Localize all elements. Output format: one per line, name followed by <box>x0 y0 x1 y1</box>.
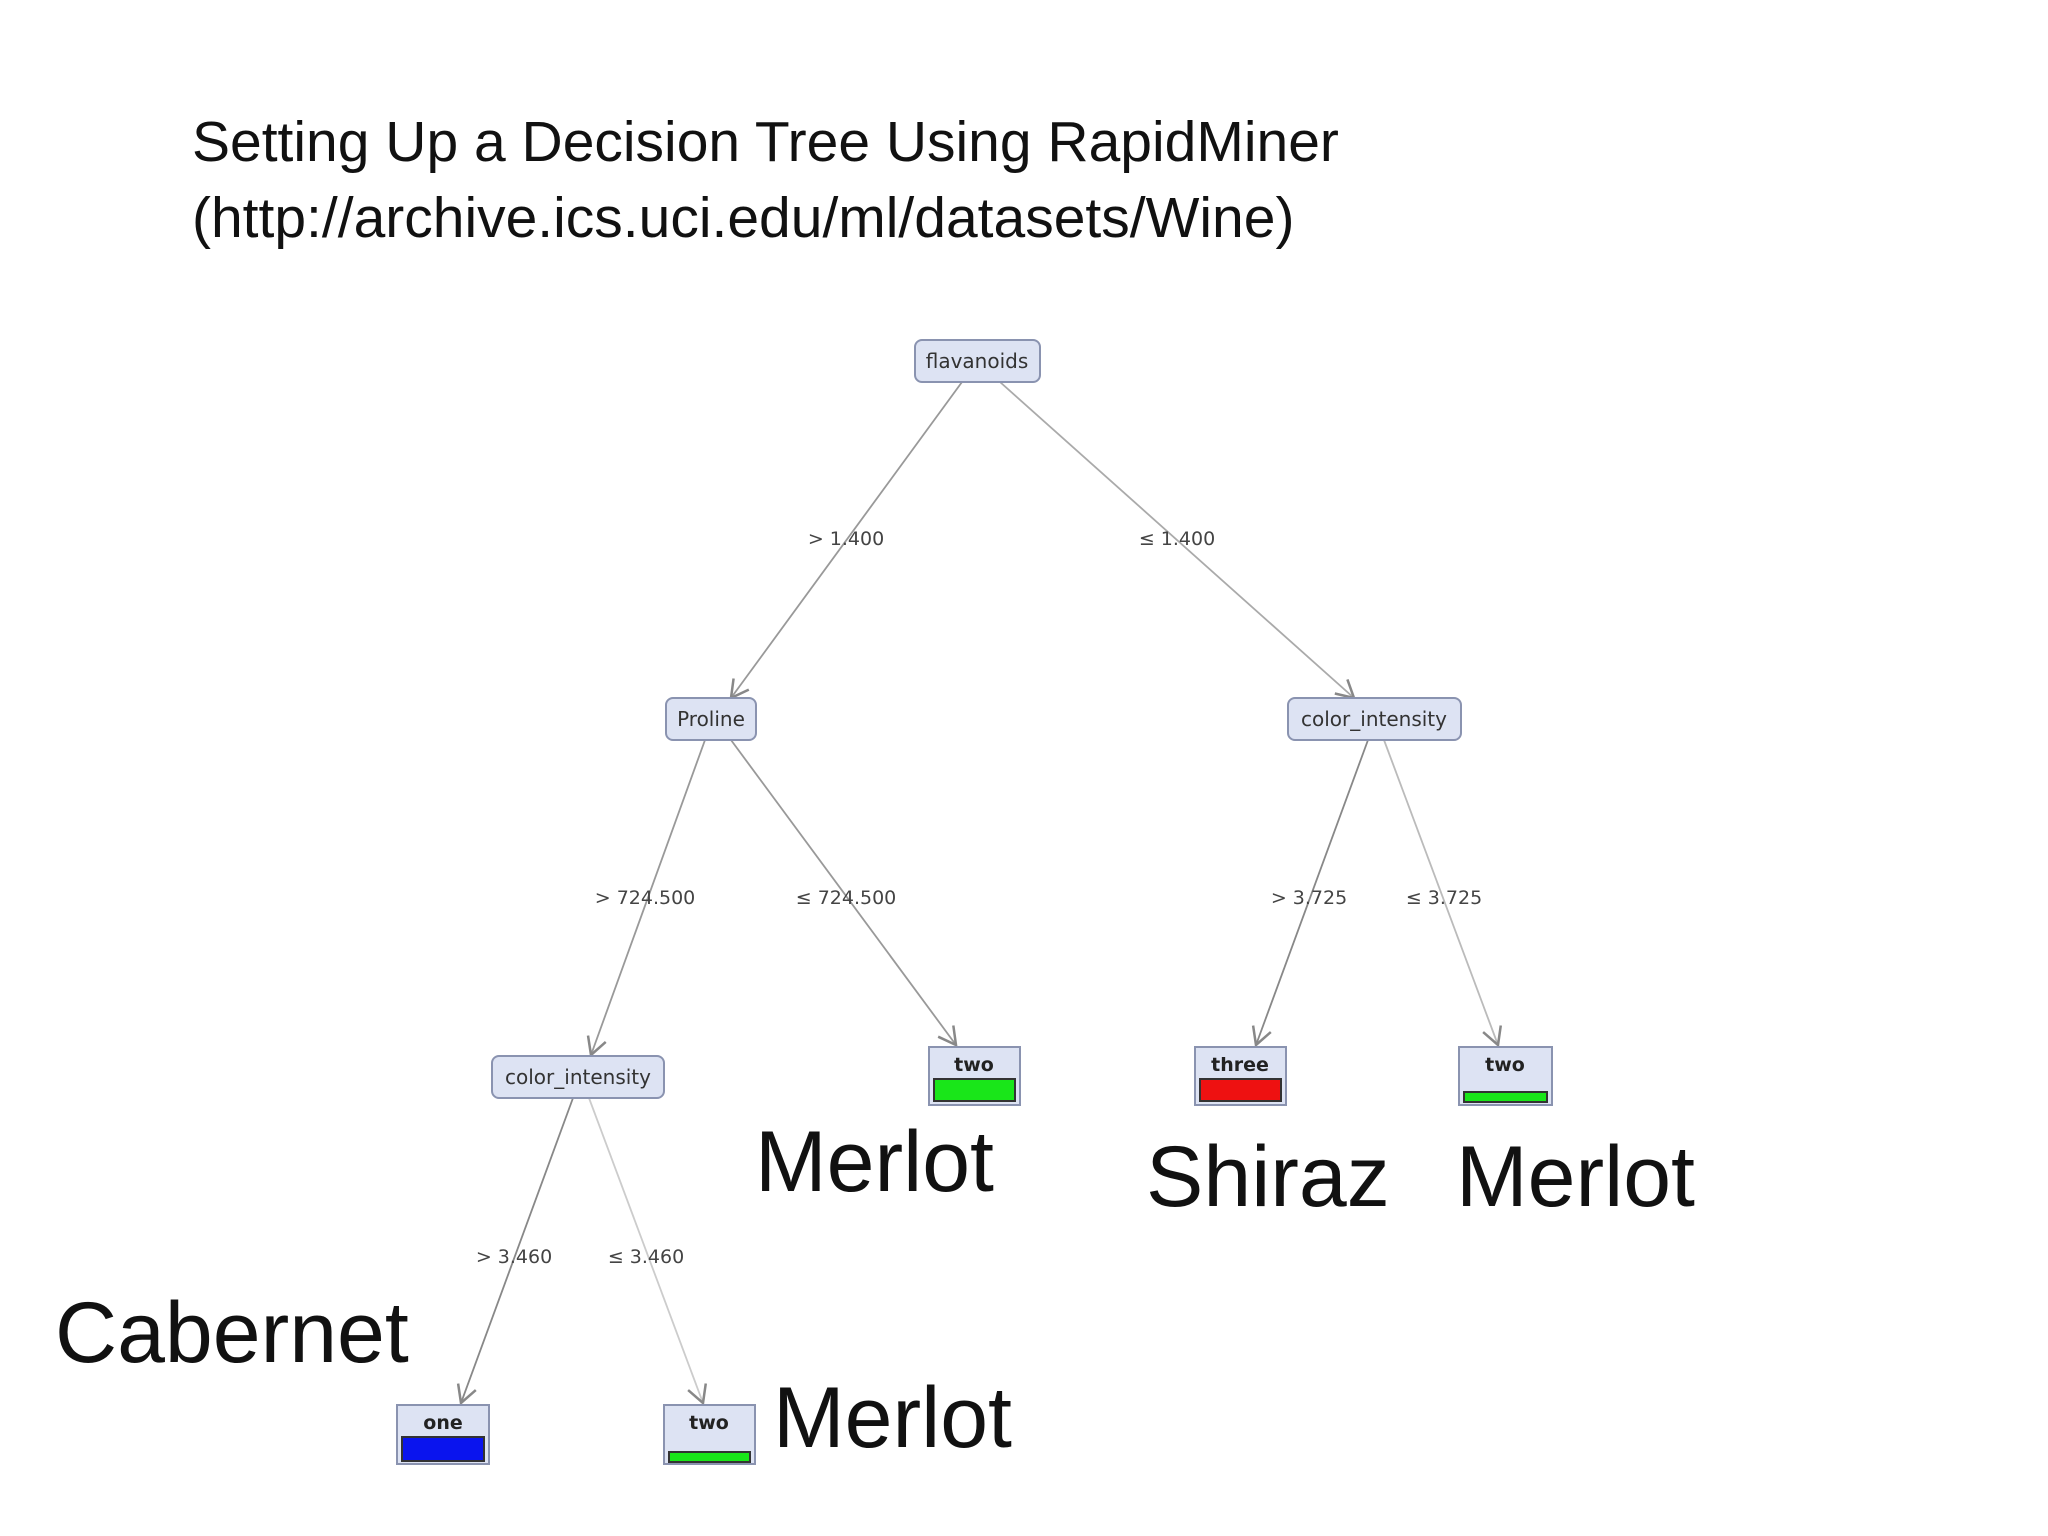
node-flavanoids: flavanoids <box>914 339 1041 383</box>
edge-root-left <box>729 381 963 701</box>
annotation-cabernet: Cabernet <box>55 1285 409 1381</box>
node-color-intensity-left-label: color_intensity <box>505 1065 651 1089</box>
node-proline: Proline <box>665 697 757 741</box>
edge-proline-left <box>586 739 706 1058</box>
leaf-proline-two: two <box>928 1046 1021 1106</box>
edge-label-ci-right-right: ≤ 3.725 <box>1406 887 1482 909</box>
leaf-ci-left-two: two <box>663 1404 756 1465</box>
node-flavanoids-label: flavanoids <box>926 349 1029 373</box>
leaf-three-bar <box>1201 1080 1280 1100</box>
leaf-one-bar <box>403 1438 483 1460</box>
edge-label-proline-right: ≤ 724.500 <box>796 887 897 909</box>
slide-title: Setting Up a Decision Tree Using RapidMi… <box>192 104 1339 256</box>
tree-edges <box>456 381 1503 1406</box>
leaf-ci-left-two-label: two <box>689 1412 729 1434</box>
slide-title-line1: Setting Up a Decision Tree Using RapidMi… <box>192 110 1339 174</box>
annotation-merlot-2: Merlot <box>1456 1129 1695 1225</box>
annotation-shiraz: Shiraz <box>1146 1129 1390 1225</box>
edge-label-ci-left-right: ≤ 3.460 <box>608 1246 684 1268</box>
edge-label-root-left: > 1.400 <box>808 528 884 550</box>
node-proline-label: Proline <box>677 707 745 731</box>
edge-label-ci-right-left: > 3.725 <box>1271 887 1347 909</box>
node-color-intensity-right: color_intensity <box>1287 697 1462 741</box>
edge-proline-right <box>730 739 958 1048</box>
node-color-intensity-left: color_intensity <box>491 1055 665 1099</box>
leaf-proline-two-bar <box>935 1080 1014 1100</box>
leaf-three: three <box>1194 1046 1287 1106</box>
slide-title-line2: (http://archive.ics.uci.edu/ml/datasets/… <box>192 186 1295 250</box>
node-color-intensity-right-label: color_intensity <box>1301 707 1447 731</box>
leaf-ci-left-two-bar <box>670 1453 749 1461</box>
edge-label-ci-left-left: > 3.460 <box>476 1246 552 1268</box>
edge-label-root-right: ≤ 1.400 <box>1139 528 1215 550</box>
leaf-proline-two-label: two <box>954 1054 994 1076</box>
edge-labels: > 1.400 ≤ 1.400 > 724.500 ≤ 724.500 > 3.… <box>476 528 1482 1268</box>
edge-ci-right-left <box>1251 739 1369 1048</box>
edge-ci-left-left <box>456 1097 574 1406</box>
leaf-one: one <box>396 1404 490 1465</box>
edge-ci-right-right <box>1383 739 1503 1048</box>
edge-ci-left-right <box>588 1097 708 1406</box>
edge-root-right <box>999 381 1356 700</box>
annotation-merlot-3: Merlot <box>773 1370 1012 1466</box>
leaf-ci-right-two-bar <box>1465 1093 1546 1101</box>
leaf-ci-right-two: two <box>1458 1046 1553 1106</box>
annotation-merlot-1: Merlot <box>755 1114 994 1210</box>
leaf-one-label: one <box>423 1412 462 1434</box>
edge-label-proline-left: > 724.500 <box>595 887 696 909</box>
leaf-ci-right-two-label: two <box>1485 1054 1525 1076</box>
leaf-three-label: three <box>1211 1054 1269 1076</box>
